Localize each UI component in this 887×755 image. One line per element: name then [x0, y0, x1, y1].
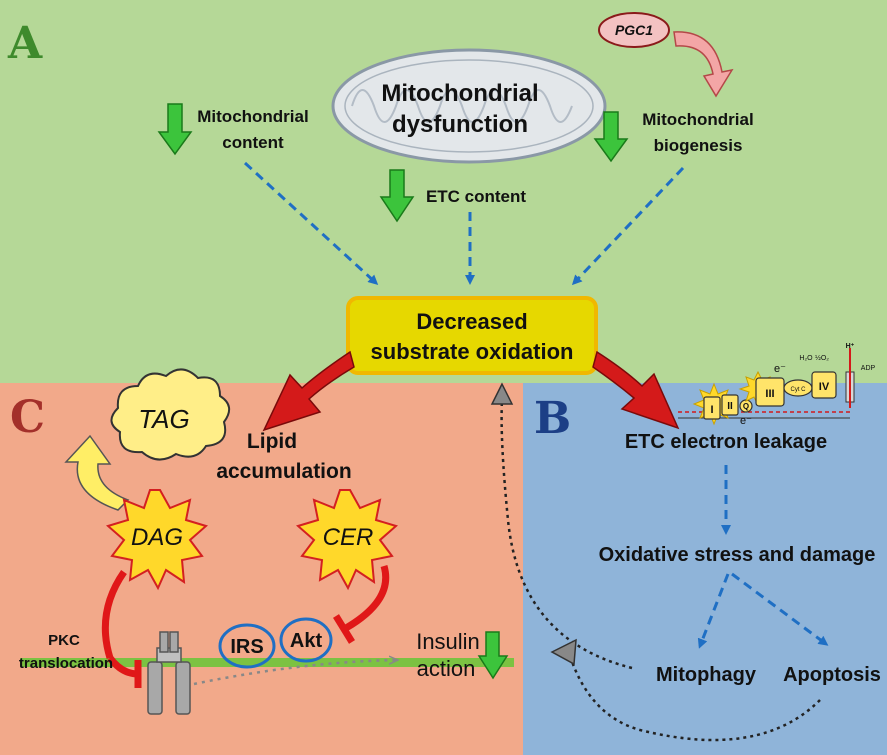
irs-label: IRS: [230, 636, 263, 658]
panel-c-letter: C: [10, 392, 45, 443]
feedback-arrowhead-top: [490, 382, 514, 405]
irs-oval: [218, 623, 276, 669]
svg-text:I: I: [710, 404, 713, 416]
lipid-label-1: Lipid: [247, 430, 297, 453]
akt-oval: [279, 617, 333, 663]
yellow-curved-arrow: [64, 434, 130, 511]
decreased-oxidation-box: [346, 296, 598, 375]
mito-dysfunction-label-1: Mitochondrial: [381, 80, 538, 107]
decreased-label: Decreased: [416, 309, 527, 334]
svg-text:III: III: [765, 388, 774, 400]
mito-content-label-1: Mitochondrial: [197, 107, 308, 126]
svg-text:H₂O: H₂O: [799, 355, 813, 362]
svg-text:II: II: [727, 401, 733, 412]
tag-cloud: [110, 368, 231, 461]
panel-b-letter: B: [534, 393, 571, 444]
svg-text:Q: Q: [743, 402, 749, 411]
dag-inhibition-line: [101, 569, 127, 660]
cer-inhibition-line: [344, 565, 390, 632]
dashed-arrow-stress-mitophagy: [697, 573, 730, 649]
svg-text:IV: IV: [819, 381, 830, 393]
svg-text:½O₂: ½O₂: [815, 354, 829, 362]
svg-text:e⁻: e⁻: [740, 415, 752, 427]
down-arrow-mito-content: [157, 103, 193, 156]
mito-dysfunction-label-2: dysfunction: [392, 111, 528, 138]
akt-label: Akt: [290, 630, 323, 652]
feedback-arrowhead-bottom: [550, 638, 577, 666]
svg-text:e⁻: e⁻: [774, 363, 786, 375]
pkc-label-2: translocation: [19, 655, 113, 672]
etc-leakage-label: ETC electron leakage: [625, 431, 827, 453]
pgc1-oval: [598, 12, 670, 48]
insulin-label-1: Insulin: [416, 629, 480, 654]
pkc-label-1: PKC: [48, 632, 80, 649]
dotted-loop-apoptosis: [568, 655, 821, 742]
panel-b-background: [523, 383, 887, 755]
panel-a-letter: A: [7, 18, 43, 69]
cer-label: CER: [323, 524, 374, 551]
cer-inhibition-tbar: [333, 614, 355, 644]
substrate-oxidation-label: substrate oxidation: [371, 339, 574, 364]
cer-burst: [295, 489, 399, 591]
dashed-arrow-mito-biogenesis: [571, 166, 685, 286]
red-arrow-to-etc: [592, 350, 680, 430]
mitochondrion-icon: [331, 48, 607, 164]
red-arrow-to-lipid: [262, 350, 355, 432]
mitophagy-label: Mitophagy: [656, 664, 757, 686]
dotted-loop-mitophagy: [500, 399, 633, 670]
svg-text:H⁺: H⁺: [846, 343, 855, 350]
pgc1-curved-arrow: [673, 31, 734, 98]
mito-biogenesis-label-1: Mitochondrial: [642, 110, 753, 129]
down-arrow-insulin: [477, 631, 509, 680]
dotted-arrow-insulin: [193, 660, 396, 686]
down-arrow-mito-biogenesis: [593, 111, 629, 163]
svg-text:Cyt C: Cyt C: [791, 387, 807, 393]
apoptosis-label: Apoptosis: [783, 664, 881, 686]
dashed-arrow-stress-apoptosis: [731, 572, 829, 646]
svg-text:ADP: ADP: [861, 365, 876, 372]
mito-biogenesis-label-2: biogenesis: [654, 136, 743, 155]
lipid-label-2: accumulation: [216, 460, 351, 483]
etc-chain-icon: I II Q III Cyt C IV H₂O ½O₂ ADP H⁺ e⁻ e⁻: [678, 343, 876, 427]
dag-burst: [105, 489, 209, 591]
etc-content-label: ETC content: [426, 187, 526, 206]
insulin-receptor-icon: [147, 631, 191, 715]
mito-content-label-2: content: [222, 133, 284, 152]
insulin-label-2: action: [417, 656, 476, 681]
tag-label: TAG: [138, 404, 190, 434]
oxidative-stress-label: Oxidative stress and damage: [599, 544, 876, 566]
dag-label: DAG: [131, 524, 183, 551]
cell-membrane: [20, 658, 514, 667]
pgc1-label: PGC1: [615, 22, 653, 38]
down-arrow-etc-content: [379, 169, 415, 223]
